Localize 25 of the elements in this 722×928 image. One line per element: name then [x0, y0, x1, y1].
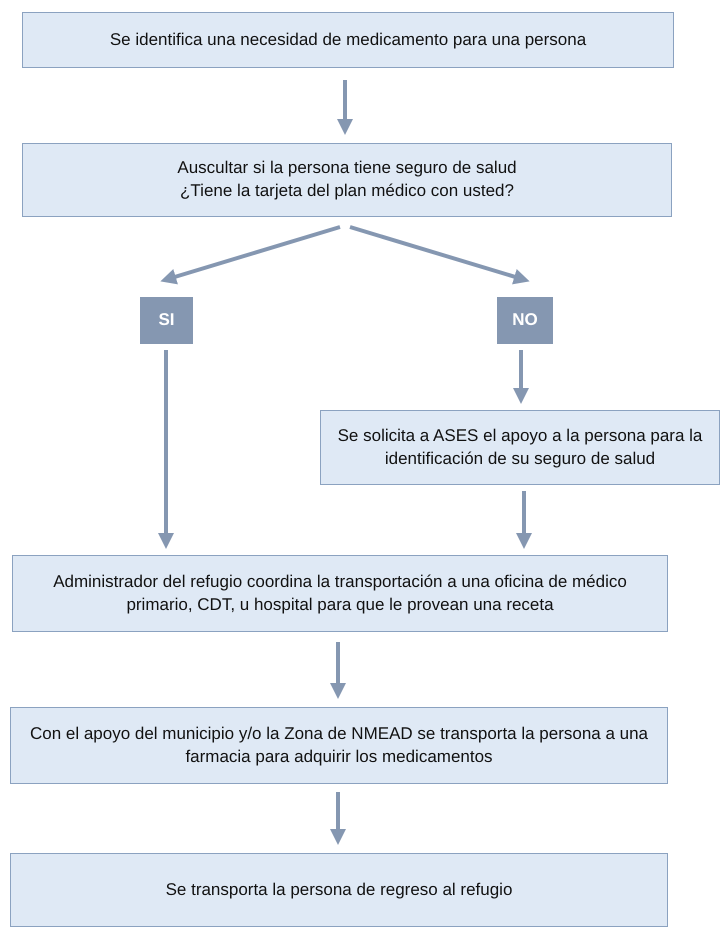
arrow — [513, 350, 529, 404]
arrow — [516, 491, 532, 549]
process-box — [22, 143, 672, 217]
process-box — [10, 853, 668, 927]
step-text: Con el apoyo del municipio y/o la Zona de NMEAD se transporta la persona a una farmacia para adquirir los medicamentos — [28, 722, 650, 768]
process-box — [12, 555, 668, 632]
arrow — [158, 350, 174, 549]
step-text: Se solicita a ASES el apoyo a la persona para la identificación de su seguro de salud — [336, 424, 704, 470]
step-text: Se transporta la persona de regreso al refugio — [166, 878, 512, 901]
arrow — [349, 225, 530, 284]
step-text: ¿Tiene la tarjeta del plan médico con usted? — [180, 180, 514, 202]
answer-box — [497, 297, 553, 344]
answer-label: SI — [158, 309, 175, 332]
step-text: Se identifica una necesidad de medicamento para una persona — [110, 28, 586, 51]
answer-label: NO — [512, 309, 538, 332]
answer-box — [140, 297, 193, 344]
process-box — [10, 707, 668, 784]
arrow — [330, 792, 346, 845]
arrow — [330, 642, 346, 699]
process-box — [320, 410, 720, 485]
step-text: Auscultar si la persona tiene seguro de salud — [177, 157, 517, 180]
arrow — [337, 80, 353, 135]
step-text: Administrador del refugio coordina la transportación a una oficina de médico primario, CDT, u hospital para que le provean una receta — [52, 570, 628, 616]
arrow — [160, 225, 341, 284]
process-box — [22, 12, 674, 68]
